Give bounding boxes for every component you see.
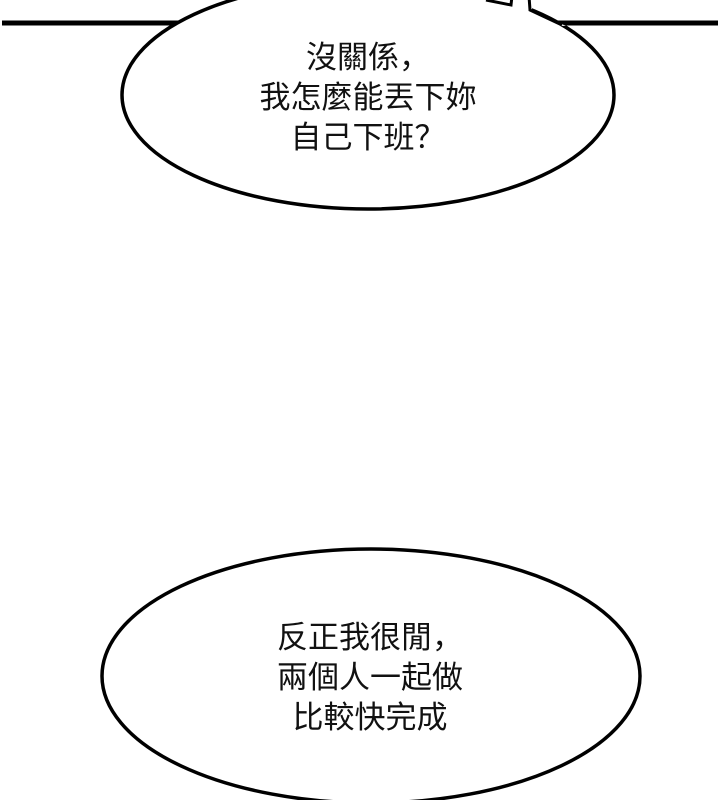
bottom-speech-bubble-shape bbox=[100, 547, 642, 800]
bottom-speech-bubble-text: 反正我很閒， 兩個人一起做 比較快完成 bbox=[170, 618, 570, 738]
dialogue-line: 比較快完成 bbox=[292, 700, 448, 736]
top-speech-bubble-shape bbox=[120, 0, 616, 211]
dialogue-line: 我怎麼能丟下妳 bbox=[259, 80, 477, 116]
dialogue-line: 兩個人一起做 bbox=[277, 660, 463, 696]
dialogue-line: 自己下班？ bbox=[290, 120, 446, 156]
top-speech-bubble-text: 沒關係， 我怎麼能丟下妳 自己下班？ bbox=[168, 38, 568, 158]
dialogue-line: 反正我很閒， bbox=[277, 620, 463, 656]
dialogue-line: 沒關係， bbox=[306, 40, 430, 76]
